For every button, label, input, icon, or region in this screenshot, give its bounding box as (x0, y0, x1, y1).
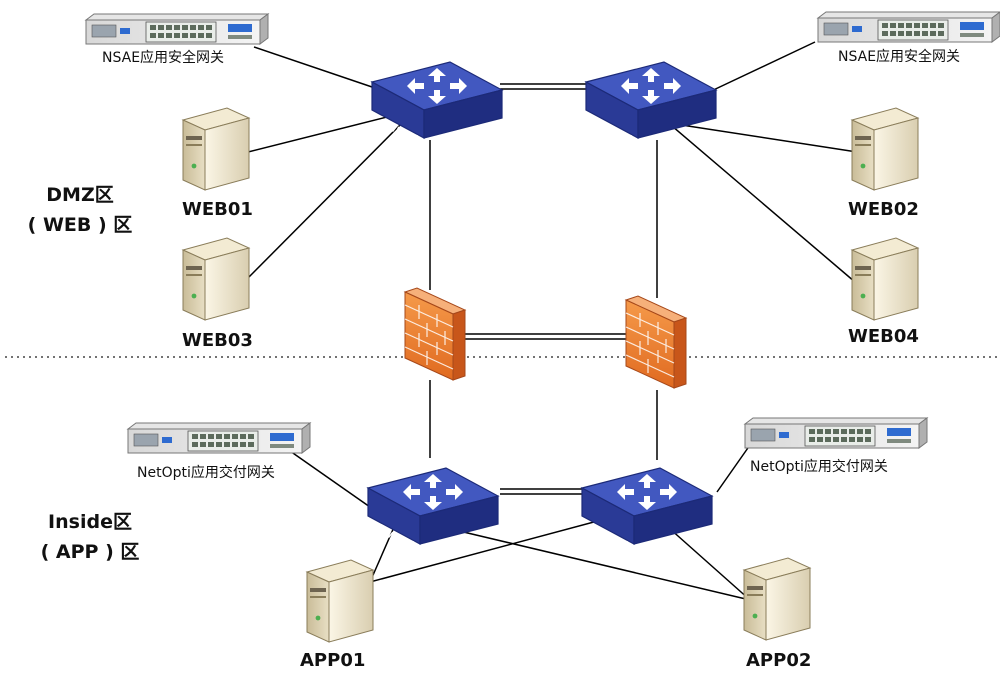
zone-label-dmz-line1: DMZ区 (46, 184, 114, 206)
zone-label-inside-line1: Inside区 (48, 511, 132, 533)
server-app01-icon (306, 559, 374, 643)
server-app01-label: APP01 (300, 650, 366, 671)
netopti-gateway-left-icon (127, 422, 311, 454)
switch-top-right: SWITCH (585, 61, 717, 145)
netopti-gateway-left-label: NetOpti应用交付网关 (137, 465, 275, 481)
netopti-gateway-right-label: NetOpti应用交付网关 (750, 459, 888, 475)
nsae-gateway-left-icon (85, 13, 269, 45)
server-web04-icon (851, 237, 919, 321)
switch-top-left: SWITCH (371, 61, 503, 145)
connection-lines (243, 41, 858, 601)
nsae-gateway-right-icon (817, 11, 1000, 43)
server-web02-icon (851, 107, 919, 191)
zone-label-inside: Inside区 ( APP ) 区 (10, 507, 170, 567)
server-web04-label: WEB04 (848, 326, 919, 347)
firewall-left-icon (404, 287, 466, 381)
zone-label-inside-line2: ( APP ) 区 (40, 541, 140, 563)
zone-label-dmz: DMZ区 ( WEB ) 区 (10, 180, 150, 240)
server-web01-label: WEB01 (182, 199, 253, 220)
nsae-gateway-right-label: NSAE应用安全网关 (838, 49, 961, 65)
server-web03-icon (182, 237, 250, 321)
server-app02-label: APP02 (746, 650, 812, 671)
nsae-gateway-left-label: NSAE应用安全网关 (102, 50, 225, 66)
server-web01-icon (182, 107, 250, 191)
server-web03-label: WEB03 (182, 330, 253, 351)
server-app02-icon (743, 557, 811, 641)
server-web02-label: WEB02 (848, 199, 919, 220)
firewall-right-icon (625, 295, 687, 389)
netopti-gateway-right-icon (744, 417, 928, 449)
switch-bottom-left: SWITCH (367, 467, 499, 551)
zone-label-dmz-line2: ( WEB ) 区 (27, 214, 133, 236)
switch-bottom-right: SWITCH (581, 467, 713, 551)
